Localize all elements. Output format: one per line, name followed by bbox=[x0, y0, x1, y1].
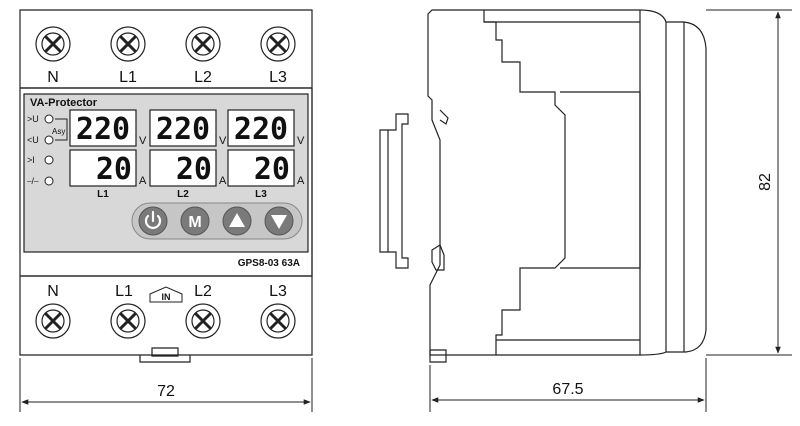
screw-icon bbox=[260, 26, 296, 62]
asy-bracket bbox=[55, 118, 68, 141]
current-display bbox=[69, 149, 137, 187]
led-under-voltage bbox=[44, 135, 54, 145]
indicator-label: >I bbox=[27, 155, 35, 165]
height-dimension bbox=[706, 9, 792, 356]
indicator-label: <U bbox=[27, 135, 39, 145]
din-clip-slot bbox=[151, 347, 179, 357]
top-terminal-label: L3 bbox=[269, 69, 287, 86]
led-phase bbox=[44, 176, 54, 186]
button-strip bbox=[131, 202, 303, 240]
arrow-down-icon bbox=[271, 215, 287, 229]
bottom-terminal-label: L2 bbox=[194, 283, 212, 300]
side-width-dimension bbox=[429, 358, 707, 412]
mode-button-label: M bbox=[188, 214, 201, 231]
panel-title: VA-Protector bbox=[30, 97, 98, 109]
model-label: GPS8-03 63A bbox=[238, 258, 300, 269]
in-marker-label: IN bbox=[162, 292, 171, 302]
indicator-label: ⎯/⎯ bbox=[27, 176, 39, 186]
current-display bbox=[227, 149, 295, 187]
current-display bbox=[149, 149, 217, 187]
screw-icon bbox=[110, 26, 146, 62]
front-view bbox=[19, 9, 313, 363]
screw-icon bbox=[185, 303, 221, 339]
power-icon bbox=[144, 210, 162, 229]
current-unit: A bbox=[219, 175, 227, 187]
current-reading: 20 bbox=[96, 152, 132, 187]
voltage-display bbox=[69, 109, 137, 147]
side-base bbox=[427, 9, 566, 356]
screw-icon bbox=[260, 303, 296, 339]
asy-label: Asy bbox=[52, 127, 65, 136]
arrow-up-icon bbox=[229, 213, 245, 227]
bottom-terminal-label: L3 bbox=[269, 283, 287, 300]
voltage-unit: V bbox=[139, 135, 147, 147]
power-button[interactable] bbox=[138, 206, 168, 236]
top-terminal-label: L2 bbox=[194, 69, 212, 86]
screw-icon bbox=[110, 303, 146, 339]
side-body bbox=[484, 9, 707, 356]
front-width-dimension bbox=[19, 358, 313, 412]
current-unit: A bbox=[139, 175, 147, 187]
phase-label: L3 bbox=[255, 189, 267, 200]
top-terminal-label: L1 bbox=[119, 69, 137, 86]
voltage-unit: V bbox=[219, 135, 227, 147]
voltage-reading: 220 bbox=[76, 112, 130, 147]
bottom-terminal-label: N bbox=[47, 283, 59, 300]
voltage-unit: V bbox=[297, 135, 305, 147]
top-terminal-label: N bbox=[47, 69, 59, 86]
phase-label: L2 bbox=[177, 189, 189, 200]
down-button[interactable] bbox=[264, 206, 294, 236]
in-marker: IN bbox=[149, 286, 183, 303]
screw-icon bbox=[185, 26, 221, 62]
bottom-terminal-label: L1 bbox=[115, 283, 133, 300]
side-view bbox=[379, 9, 707, 363]
indicators: >U <U >I ⎯/⎯ Asy bbox=[27, 114, 65, 186]
current-reading: 20 bbox=[176, 152, 212, 187]
voltage-reading: 220 bbox=[156, 112, 210, 147]
mode-button[interactable]: M bbox=[180, 206, 210, 236]
top-terminal-screws bbox=[35, 26, 296, 62]
phase-label: L1 bbox=[97, 189, 109, 200]
voltage-display bbox=[149, 109, 217, 147]
din-clip-tab bbox=[139, 355, 191, 363]
front-width-value: 72 bbox=[157, 383, 175, 400]
front-housing bbox=[19, 9, 313, 356]
led-over-current bbox=[44, 155, 54, 165]
up-button[interactable] bbox=[222, 206, 252, 236]
height-value: 82 bbox=[757, 173, 774, 191]
screw-icon bbox=[35, 26, 71, 62]
bottom-terminal-screws bbox=[35, 303, 296, 339]
led-over-voltage bbox=[44, 114, 54, 124]
voltage-reading: 220 bbox=[234, 112, 288, 147]
indicator-label: >U bbox=[27, 114, 39, 124]
side-width-value: 67.5 bbox=[552, 381, 583, 398]
current-unit: A bbox=[297, 175, 305, 187]
current-reading: 20 bbox=[254, 152, 290, 187]
screw-icon bbox=[35, 303, 71, 339]
din-rail bbox=[379, 113, 409, 269]
voltage-display bbox=[227, 109, 295, 147]
